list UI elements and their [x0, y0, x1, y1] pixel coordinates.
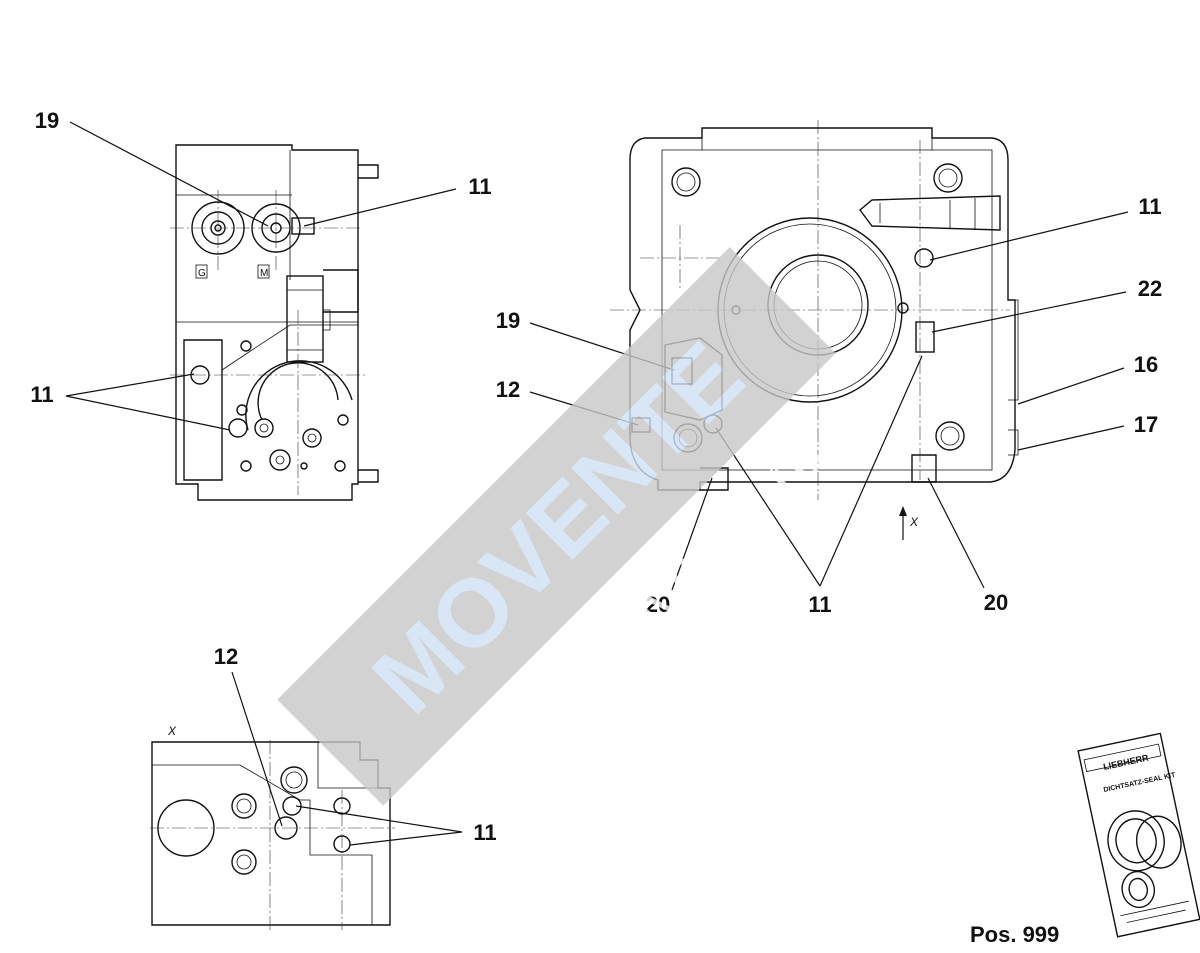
watermark: MOVENTE movento.ru — [277, 247, 839, 806]
port-label-g: G — [198, 268, 206, 279]
view-arrow-label: X — [909, 515, 919, 529]
callout-20-left: 20 — [646, 592, 670, 617]
bottom-view-label: X — [167, 724, 177, 738]
callout-19-left: 19 — [35, 108, 59, 133]
port-label-m: M — [260, 268, 268, 279]
callout-11-right-top: 11 — [1138, 194, 1161, 219]
callout-12-right: 12 — [496, 377, 520, 402]
callout-19-right: 19 — [496, 308, 520, 333]
callout-11-bottom: 11 — [473, 820, 496, 845]
callout-16: 16 — [1134, 352, 1158, 377]
callout-22: 22 — [1138, 276, 1162, 301]
left-side-view — [170, 144, 379, 501]
callout-12-bottom: 12 — [214, 644, 238, 669]
callout-11-right-bottom: 11 — [808, 592, 831, 617]
callout-11-left-top: 11 — [468, 174, 491, 199]
position-label: Pos. 999 — [970, 922, 1059, 947]
callout-11-left-bottom: 11 — [30, 382, 53, 407]
callout-20-right: 20 — [984, 590, 1008, 615]
seal-kit-illustration — [1077, 732, 1200, 938]
callout-17: 17 — [1134, 412, 1158, 437]
